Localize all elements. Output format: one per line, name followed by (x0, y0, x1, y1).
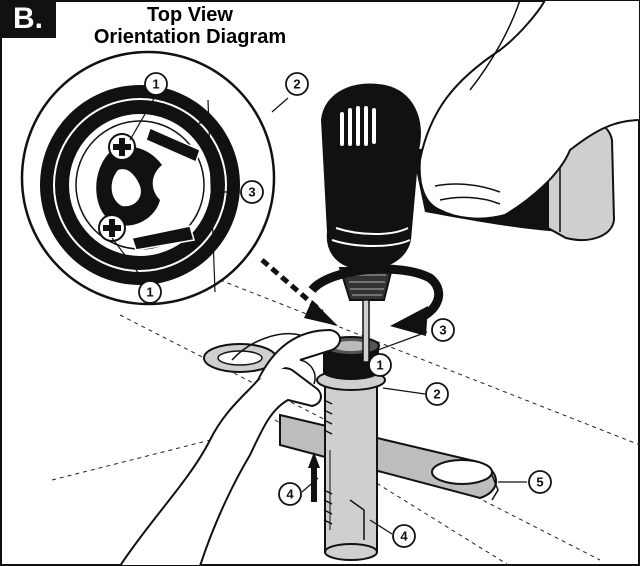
callout-circles (138, 72, 552, 548)
top-view-inset (20, 50, 289, 306)
reference-line (207, 99, 216, 293)
screw-icon (98, 214, 126, 242)
view-direction-arrow (260, 258, 338, 326)
callout-3-main: 3 (439, 323, 446, 338)
screw-icon (108, 133, 136, 161)
diagram-title: Top View Orientation Diagram (40, 4, 340, 48)
title-line-1: Top View (147, 4, 233, 26)
callout-2-inset: 2 (293, 77, 300, 92)
callout-2-main: 2 (433, 387, 440, 402)
callout-1-main: 1 (376, 358, 383, 373)
callout-4-tube: 4 (400, 529, 408, 544)
callout-5-bracket: 5 (536, 475, 543, 490)
right-hand (418, 0, 640, 220)
section-badge: B. (0, 0, 56, 38)
callout-1-inset-top: 1 (152, 77, 159, 92)
rotation-arrow-icon (308, 264, 444, 336)
callout-1-inset-bottom: 1 (146, 285, 153, 300)
up-arrow-icon (308, 452, 320, 468)
callout-leaders (301, 331, 527, 535)
title-line-2: Orientation Diagram (93, 26, 287, 48)
callout-4-arrow: 4 (286, 487, 294, 502)
callout-3-inset: 3 (248, 185, 255, 200)
left-hand (118, 328, 341, 566)
